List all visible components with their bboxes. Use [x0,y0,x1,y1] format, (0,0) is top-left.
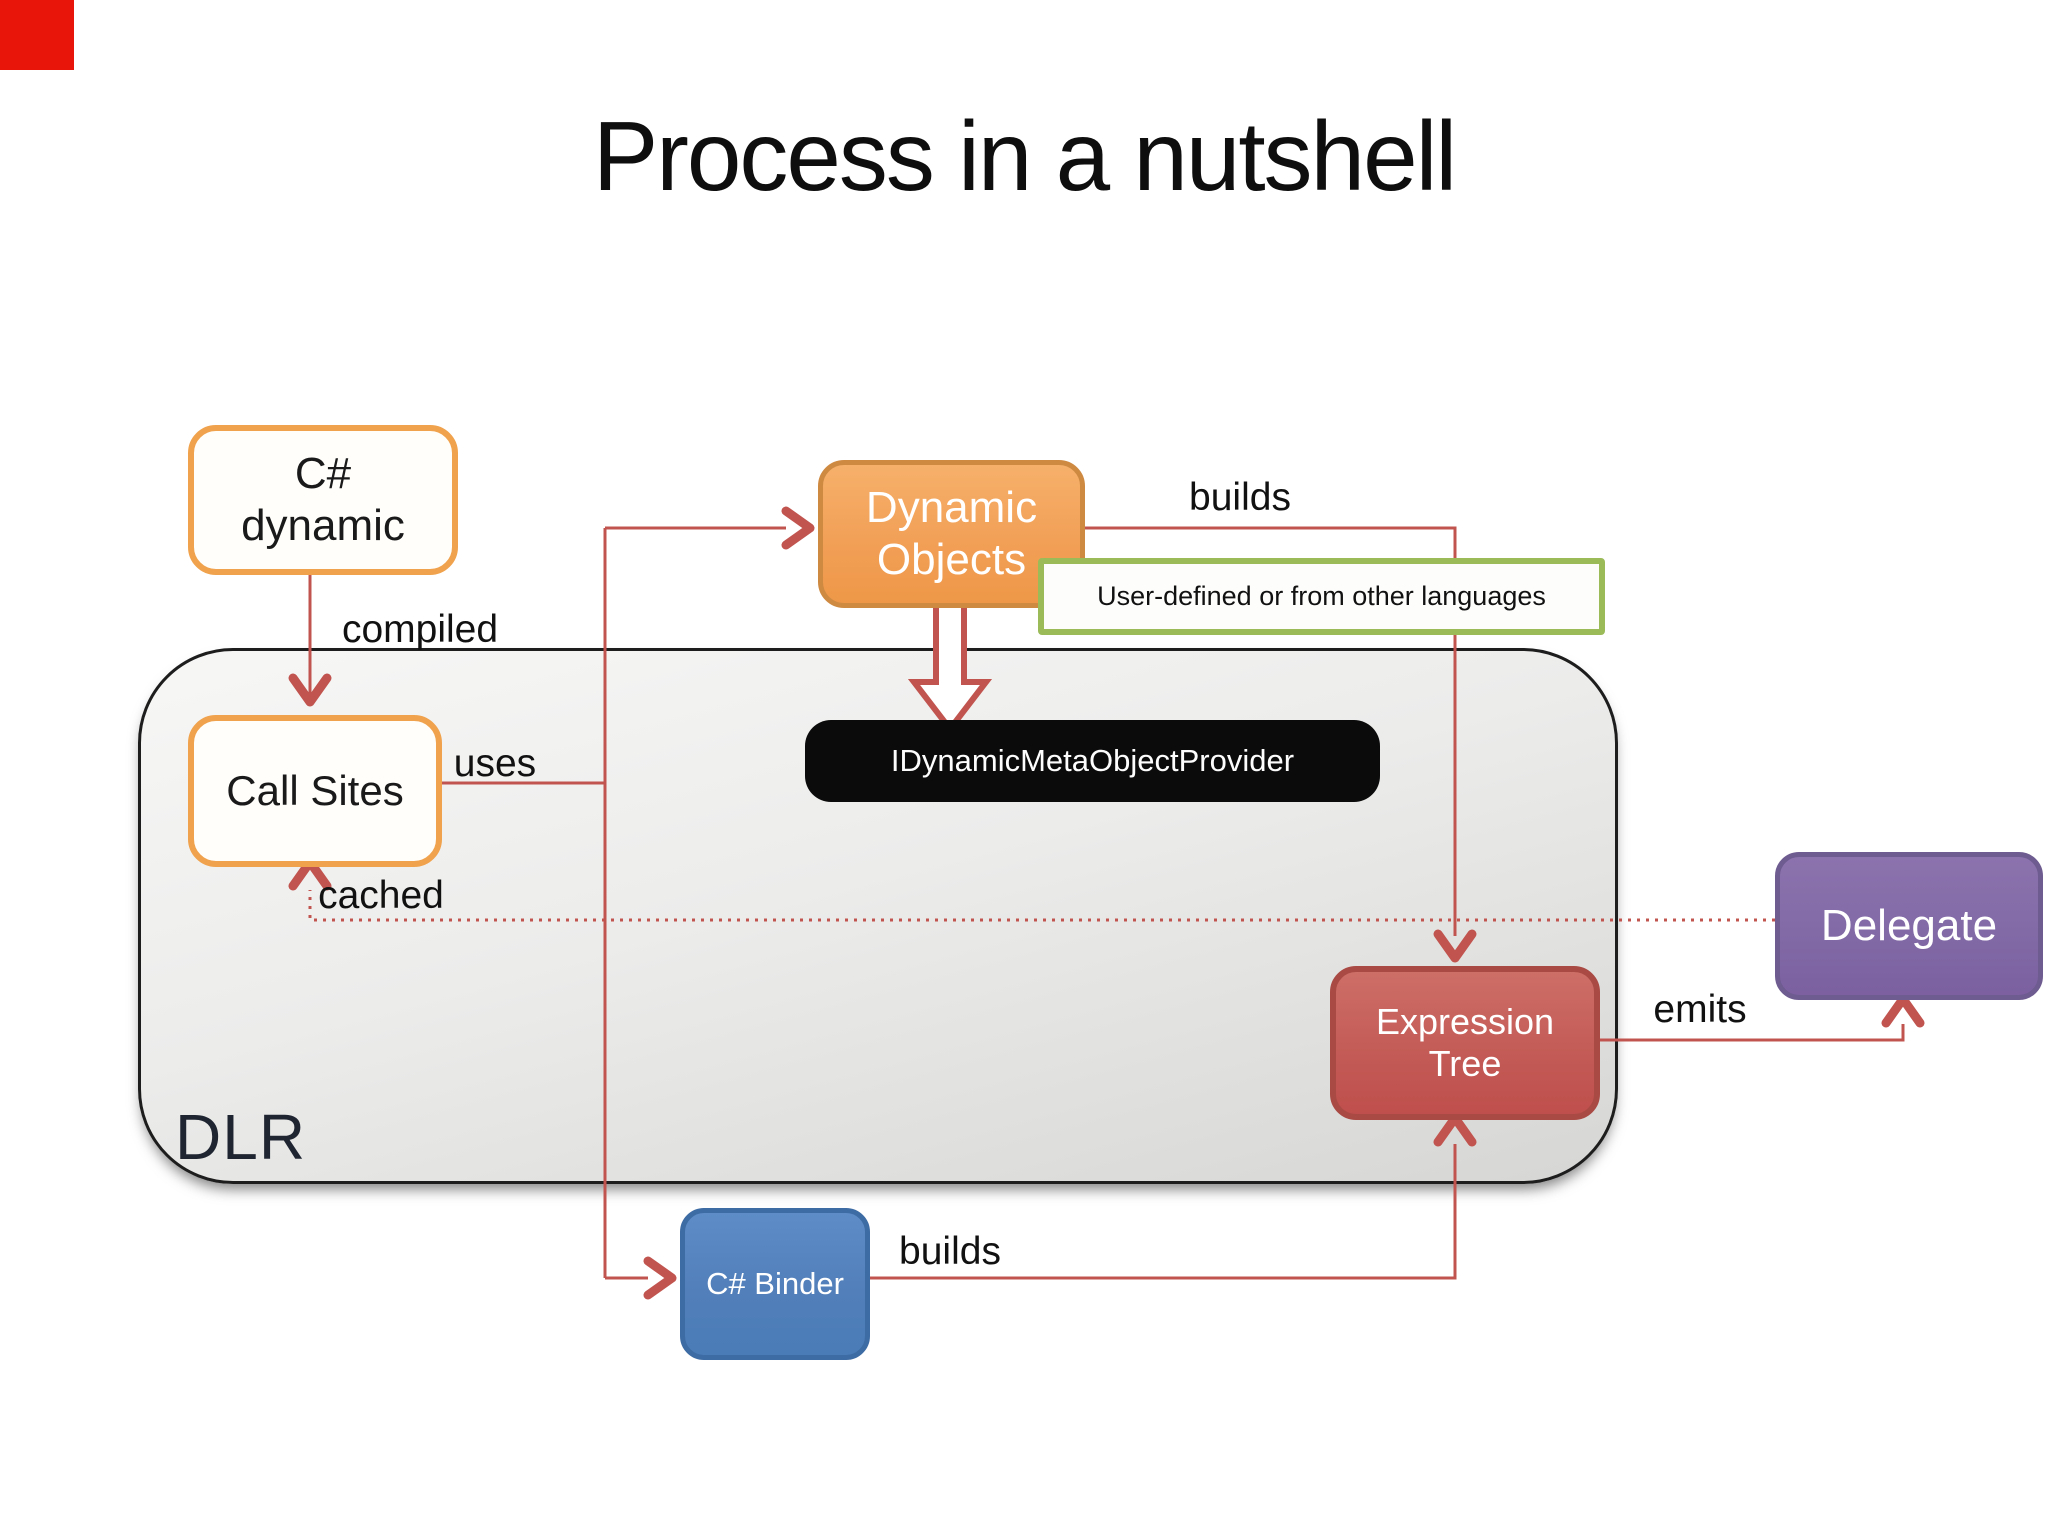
edge-label-uses: uses [453,742,537,785]
arrowhead-right-dynamic-objects [781,506,815,550]
edge-label-compiled: compiled [341,608,499,651]
node-expression-tree: Expression Tree [1330,966,1600,1120]
node-call-sites: Call Sites [188,715,442,867]
dlr-label: DLR [175,1101,307,1173]
note-user-defined: User-defined or from other languages [1038,558,1605,635]
node-dynamic-objects-line1: Dynamic [865,483,1038,533]
node-csharp-dynamic-line1: C# [294,449,352,499]
node-call-sites-label: Call Sites [226,767,404,815]
node-expression-tree-line1: Expression [1375,1000,1555,1042]
arrowhead-down-expression-tree [1433,929,1477,963]
arrowhead-down-call-sites [288,673,332,707]
page-title: Process in a nutshell [592,101,1457,211]
node-idynamicmetaobjectprovider: IDynamicMetaObjectProvider [805,720,1380,802]
edge-label-builds-top: builds [1189,476,1291,519]
arrowhead-up-expression-tree [1433,1113,1477,1147]
arrowhead-right-csharp-binder [643,1256,677,1300]
note-user-defined-label: User-defined or from other languages [1097,580,1546,611]
edge-cached-dotted [308,890,1775,922]
node-delegate: Delegate [1775,852,2043,1000]
corner-marker [0,0,74,70]
edge-label-emits: emits [1653,988,1747,1031]
edge-builds-top-line [1075,526,1457,936]
arrowhead-up-delegate [1881,994,1925,1028]
edge-builds-bottom-line [860,1144,1457,1280]
node-provider-label: IDynamicMetaObjectProvider [890,742,1295,778]
node-expression-tree-line2: Tree [1428,1043,1502,1084]
node-csharp-binder: C# Binder [680,1208,870,1360]
node-csharp-binder-label: C# Binder [706,1265,844,1301]
edge-label-builds-bottom: builds [899,1230,1001,1273]
node-csharp-dynamic: C# dynamic [188,425,458,575]
edge-label-cached: cached [318,874,444,917]
hollow-arrow-to-provider [907,589,993,734]
node-csharp-dynamic-line2: dynamic [241,501,405,550]
node-dynamic-objects-line2: Objects [876,535,1027,584]
edge-emits-line [1588,1024,1905,1042]
node-delegate-label: Delegate [1820,901,1998,951]
